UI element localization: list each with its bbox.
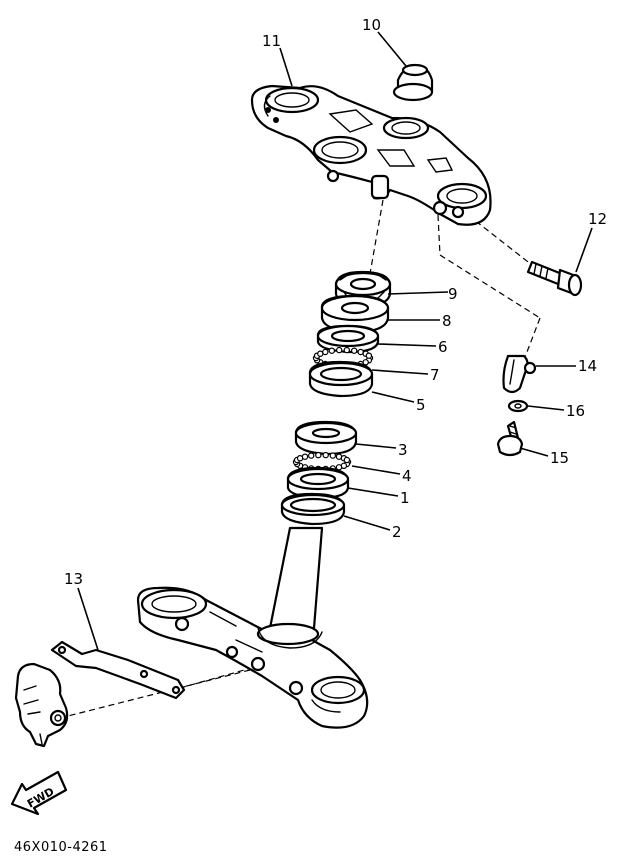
bearing-ball <box>301 453 309 460</box>
hose-clip-14 <box>502 354 537 394</box>
callout-9: 9 <box>448 285 458 303</box>
drawing-code: 46X010-4261 <box>14 840 108 855</box>
callout-13: 13 <box>64 570 83 588</box>
bearing-race-5 <box>308 360 374 398</box>
callout-14: 14 <box>578 357 597 375</box>
lower-bracket <box>136 526 369 729</box>
callout-7: 7 <box>430 366 440 384</box>
bearing-race-1 <box>286 466 350 500</box>
leader-lines <box>77 31 593 651</box>
callout-4: 4 <box>402 467 412 485</box>
bracket-13 <box>50 640 186 700</box>
bearing-cover-6 <box>316 324 380 354</box>
bearing-ball <box>365 352 373 359</box>
screw-15 <box>496 420 524 457</box>
bearing-ball <box>343 346 350 354</box>
bearing-ball <box>343 456 351 464</box>
callout-6: 6 <box>438 338 448 356</box>
callout-5: 5 <box>416 396 426 414</box>
callout-11: 11 <box>262 32 281 50</box>
callout-10: 10 <box>362 16 381 34</box>
bearing-ball <box>328 347 335 354</box>
callout-labels: 11 10 12 9 8 6 7 5 14 16 15 3 4 1 2 13 <box>64 16 607 588</box>
callout-15: 15 <box>550 449 569 467</box>
washer-16 <box>507 399 529 413</box>
callout-12: 12 <box>588 210 607 228</box>
upper-bracket-11 <box>250 84 492 226</box>
washer-8 <box>320 294 390 334</box>
bearing-ball <box>329 452 336 459</box>
callout-1: 1 <box>400 489 410 507</box>
pinch-bolt-12 <box>526 260 583 297</box>
bearing-ball <box>308 452 315 459</box>
bearing-ball <box>351 347 358 354</box>
dust-seal-2 <box>280 492 346 526</box>
bearing-ball <box>322 451 329 459</box>
callout-8: 8 <box>442 312 452 330</box>
bearing-ball <box>315 451 322 459</box>
callout-2: 2 <box>392 523 402 541</box>
hose-joint <box>14 662 69 748</box>
bearing-ball <box>322 348 329 356</box>
callout-3: 3 <box>398 441 408 459</box>
bearing-ball <box>336 346 343 354</box>
bearing-race-3 <box>294 420 358 456</box>
callout-16: 16 <box>566 402 585 420</box>
cap-nut-10 <box>392 63 434 102</box>
forward-arrow-icon: FWD <box>10 770 68 816</box>
